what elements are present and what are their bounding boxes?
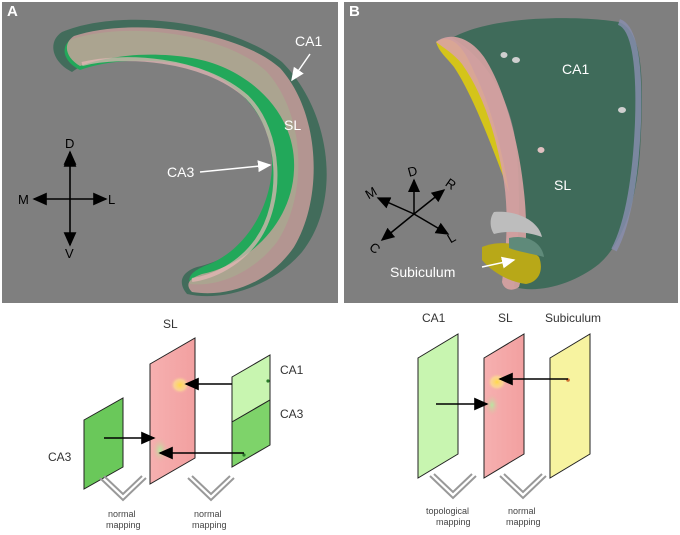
schematic-left-sl-label: SL	[163, 317, 178, 331]
schematic-right-ca1-label: CA1	[422, 311, 446, 325]
sheet-subiculum	[549, 333, 591, 479]
schematic-left-ca3-right-label: CA3	[280, 407, 304, 421]
caption-left-2-line1: normal	[194, 509, 222, 519]
caption-right-1-line2: mapping	[436, 517, 471, 527]
label-ca1-b: CA1	[562, 61, 589, 77]
caption-right-1-line1: topological	[426, 506, 469, 516]
caption-right-2-line2: mapping	[506, 517, 541, 527]
label-sl-b: SL	[554, 177, 571, 193]
sheet-ca3-left	[83, 397, 124, 490]
axis-dorsal-b: D	[406, 163, 419, 180]
caption-left-2-line2: mapping	[192, 520, 227, 530]
panel-a: CA1 SL CA3 D V M L A	[2, 2, 338, 303]
compass-a	[32, 150, 108, 247]
schematic-right-sl-label: SL	[498, 311, 513, 325]
label-sl: SL	[284, 117, 301, 133]
sheet-sl-right	[483, 333, 525, 479]
panel-b: CA1 SL Subiculum D R M C L B	[344, 2, 678, 303]
caption-right-2-line1: normal	[508, 506, 536, 516]
schematic-left-ca1-label: CA1	[280, 363, 304, 377]
axis-lateral: L	[108, 192, 115, 207]
grey-structure	[490, 211, 542, 237]
panel-a-letter: A	[7, 3, 18, 20]
axis-dorsal: D	[65, 136, 74, 151]
panel-a-figure: CA1 SL CA3 D V M L	[18, 19, 327, 297]
schematic-left-ca3-label: CA3	[48, 450, 72, 464]
sheet-ca1-right	[417, 333, 459, 479]
label-ca3: CA3	[167, 164, 194, 180]
caption-left-1-line2: mapping	[106, 520, 141, 530]
ca1-body	[452, 18, 642, 290]
sheet-ca3-right	[231, 399, 271, 468]
schematic-left: SL CA3 CA1 CA3 normal mapping normal map…	[48, 317, 304, 530]
label-ca1: CA1	[295, 33, 322, 49]
panel-b-letter: B	[349, 3, 360, 20]
axis-medial: M	[18, 192, 29, 207]
axis-ventral: V	[65, 246, 74, 261]
panel-b-figure: CA1 SL Subiculum D R M C L	[363, 18, 642, 290]
label-subiculum: Subiculum	[390, 264, 455, 280]
caption-left-1-line1: normal	[108, 509, 136, 519]
schematic-right-subiculum-label: Subiculum	[545, 311, 601, 325]
schematic-right: CA1 SL Subiculum topological mapping nor…	[417, 311, 601, 527]
compass-b	[376, 178, 450, 241]
sl-layer	[66, 27, 314, 294]
sl-ribbon	[436, 36, 527, 290]
